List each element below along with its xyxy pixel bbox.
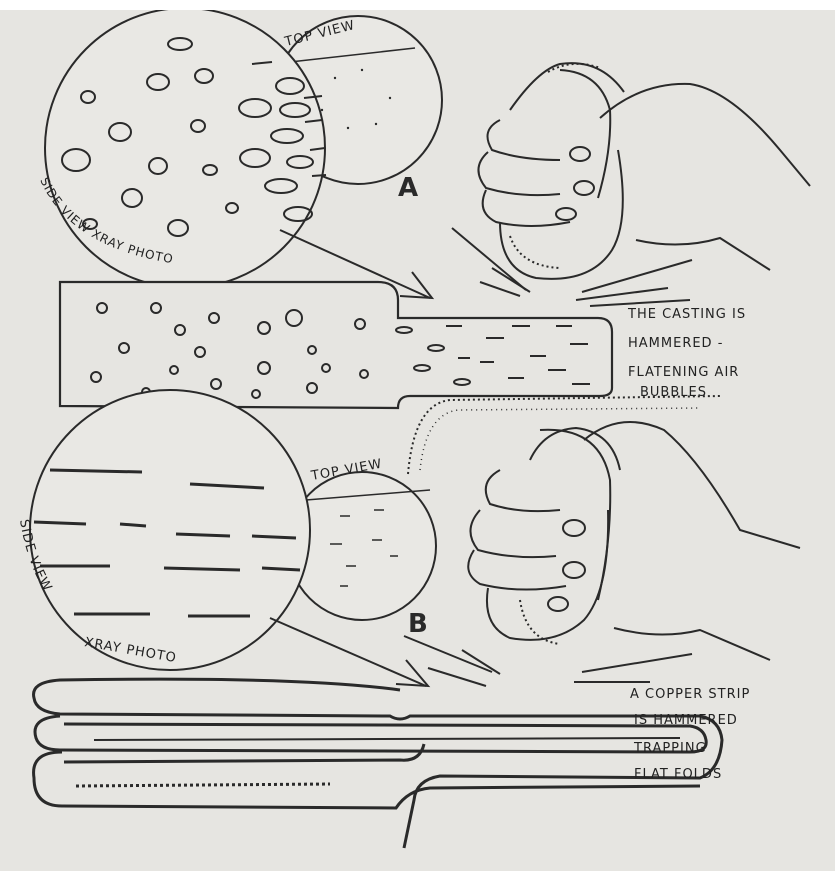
top-view-circle-b — [288, 472, 436, 620]
caption-a-line-2: HAMMERED - — [628, 336, 723, 351]
top-strip — [0, 0, 835, 10]
caption-a-line-1: THE CASTING IS — [627, 307, 746, 322]
side-view-circle-b — [30, 390, 310, 670]
panel-b-letter: B — [408, 609, 428, 639]
caption-b-line-2: IS HAMMERED — [634, 713, 738, 728]
caption-b-line-4: FLAT FOLDS — [634, 767, 722, 782]
panel-a-letter: A — [398, 173, 418, 203]
caption-b-line-3: TRAPPING — [633, 741, 707, 756]
caption-b-line-1: A COPPER STRIP — [630, 687, 750, 702]
caption-a-line-4: BUBBLES — [640, 385, 707, 400]
caption-a-line-3: FLATENING AIR — [628, 365, 739, 380]
